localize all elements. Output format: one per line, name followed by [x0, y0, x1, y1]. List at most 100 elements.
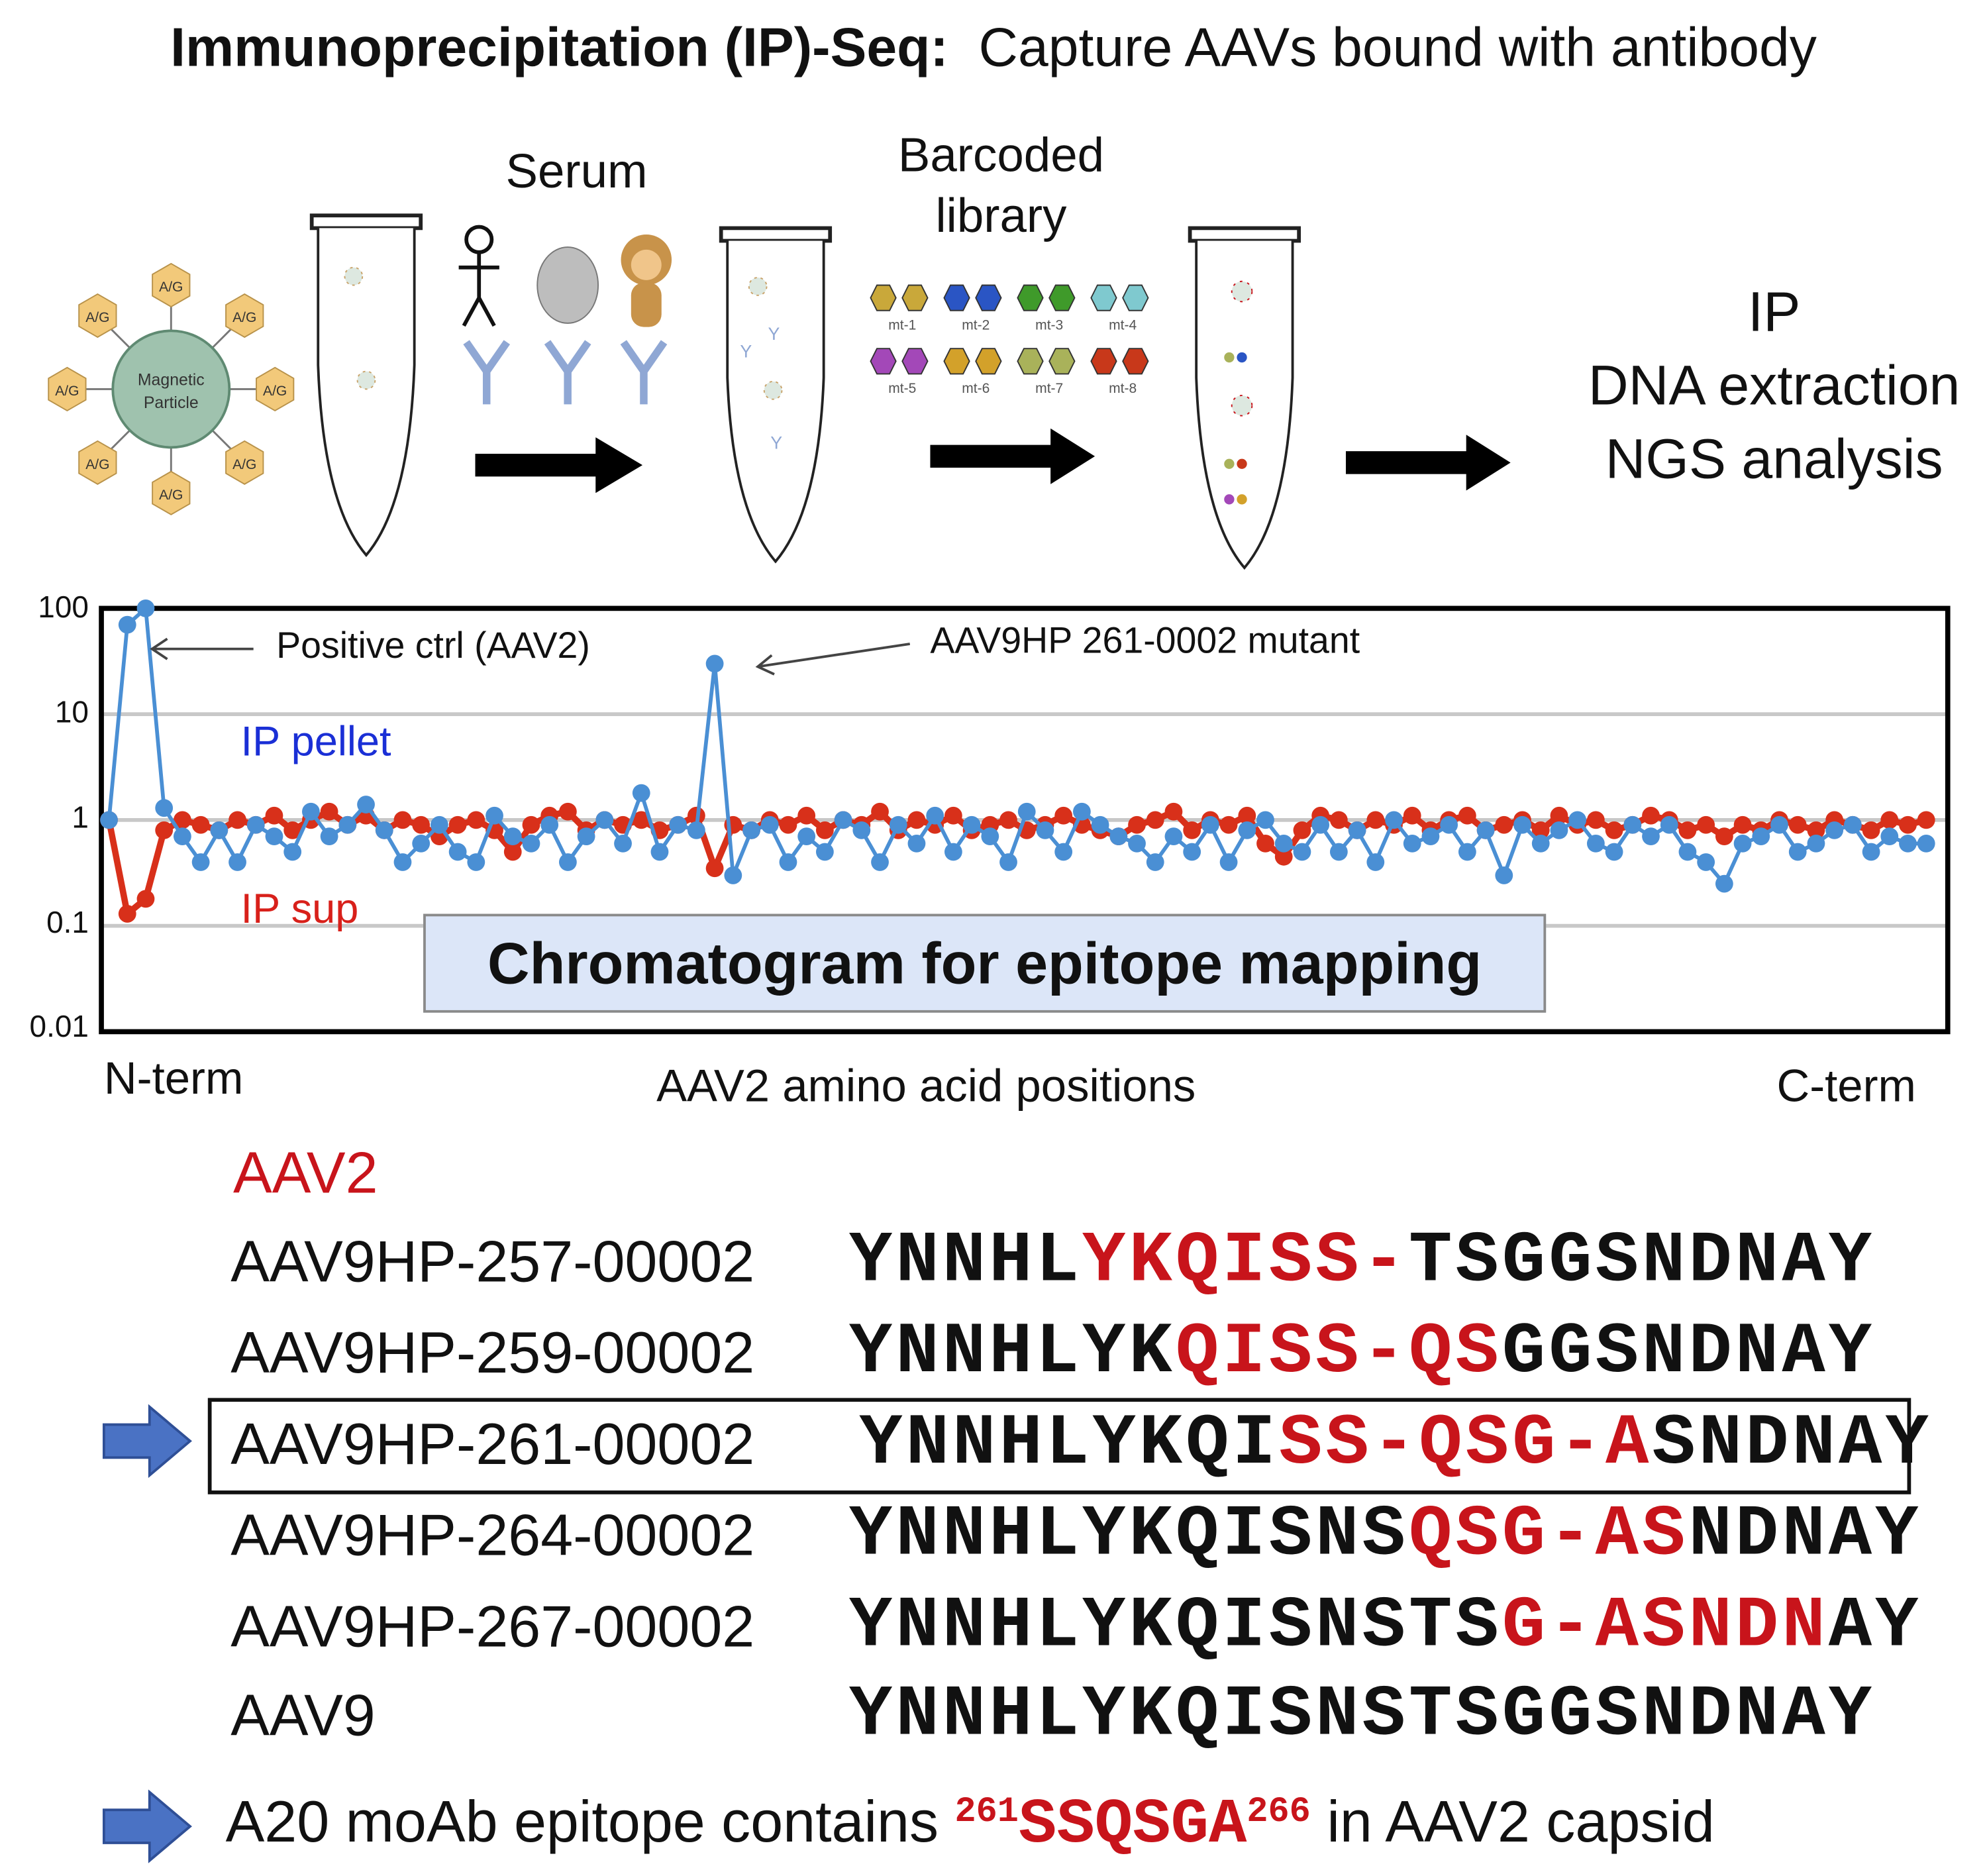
data-point: [412, 815, 431, 834]
data-point: [1293, 821, 1311, 839]
data-point: [1678, 821, 1697, 839]
epitope-start: 261: [954, 1793, 1019, 1833]
arrow-right-icon: [475, 437, 643, 494]
data-point: [431, 815, 448, 834]
conclusion-prefix: A20 moAb epitope contains: [225, 1788, 939, 1855]
blue-arrow-icon: [102, 1404, 192, 1478]
data-point: [926, 806, 944, 825]
data-point: [1697, 853, 1715, 871]
library-label-line2: library: [935, 189, 1067, 243]
data-point: [815, 821, 834, 839]
data-point: [1642, 806, 1660, 825]
data-point: [577, 827, 595, 846]
y-tick-label: 0.1: [46, 906, 89, 941]
data-point: [687, 821, 705, 839]
particle-label: Magnetic: [138, 371, 205, 390]
mutant-4: mt-4: [1088, 282, 1158, 333]
sequence: YNNHLYKQISS-QSGGSNDNAY: [849, 1313, 1875, 1394]
data-point: [1256, 834, 1274, 853]
x-axis-label: AAV2 amino acid positions: [656, 1059, 1196, 1112]
data-point: [595, 811, 614, 829]
data-point: [889, 815, 907, 834]
capsid-icon: [1017, 348, 1076, 375]
data-point: [558, 853, 577, 871]
data-point: [155, 821, 174, 839]
data-point: [779, 853, 797, 871]
data-point: [907, 834, 926, 853]
data-point: [1825, 821, 1844, 839]
data-point: [1329, 811, 1348, 829]
data-point: [1054, 843, 1073, 861]
sequence-segment: YNNHL: [848, 1222, 1083, 1303]
data-point: [1183, 843, 1201, 861]
data-point: [1605, 843, 1623, 861]
data-point: [1128, 815, 1146, 834]
y-tick-label: 10: [54, 696, 89, 731]
data-point: [1403, 834, 1421, 853]
svg-text:A/G: A/G: [232, 457, 256, 472]
data-point: [1843, 815, 1862, 834]
data-point: [1788, 815, 1807, 834]
data-point: [1219, 815, 1238, 834]
data-point: [1733, 834, 1752, 853]
data-point: [1568, 811, 1587, 829]
data-point: [522, 834, 540, 853]
x-label-n-term: N-term: [103, 1052, 244, 1104]
chart-title-box: Chromatogram for epitope mapping: [423, 913, 1547, 1013]
data-point: [1183, 821, 1201, 839]
sequence-segment: NDNAY: [1688, 1495, 1922, 1577]
data-point: [191, 853, 210, 871]
arrow-right-icon: [930, 428, 1095, 484]
data-point: [118, 615, 136, 634]
protein-ag-icon: [256, 366, 295, 412]
capsid-icon: [1090, 348, 1149, 375]
data-point: [650, 843, 669, 861]
reference-label-aav2: AAV2: [233, 1139, 378, 1206]
protein-ag-icon: [78, 293, 117, 339]
data-point: [779, 815, 797, 834]
data-point: [1256, 811, 1274, 829]
data-point: [448, 815, 467, 834]
data-point: [1899, 815, 1917, 834]
data-point: [174, 827, 191, 846]
data-point: [229, 853, 246, 871]
data-point: [338, 815, 357, 834]
data-point: [503, 827, 522, 846]
data-point: [357, 796, 375, 813]
title-rest: Capture AAVs bound with antibody: [978, 17, 1817, 79]
legend-ip-sup: IP sup: [240, 884, 359, 932]
data-point: [1550, 821, 1568, 839]
data-point: [1366, 811, 1385, 829]
protein-ag-icon: [78, 440, 117, 485]
data-point: [1017, 802, 1036, 821]
data-point: [1586, 811, 1605, 829]
sequence-segment-mutated: QSG-AS: [1408, 1495, 1689, 1577]
data-point: [1917, 834, 1935, 853]
sequence-segment-mutated: QISS-QS: [1175, 1313, 1502, 1394]
data-point: [1274, 847, 1293, 866]
data-point: [760, 815, 779, 834]
data-point: [1623, 815, 1642, 834]
data-point: [871, 853, 889, 871]
sequence-segment: SNDNAY: [1652, 1404, 1932, 1486]
sequence-name: AAV9HP-257-00002: [230, 1227, 755, 1294]
data-point: [375, 821, 393, 839]
analysis-steps: IP DNA extraction NGS analysis: [1558, 276, 1987, 497]
sequence: YNNHLYKQISS-QSG-ASNDNAY: [859, 1404, 1932, 1485]
annotation-arrow: [755, 643, 911, 676]
data-point: [558, 802, 577, 821]
data-point: [1036, 821, 1054, 839]
data-point: [815, 843, 834, 861]
data-point: [797, 806, 816, 825]
data-point: [265, 827, 283, 846]
data-point: [1642, 827, 1660, 846]
data-point: [1403, 806, 1421, 825]
data-point: [797, 827, 816, 846]
tube-2-icon: Y Y Y: [719, 226, 833, 564]
data-point: [1366, 853, 1385, 871]
data-point: [871, 802, 889, 821]
data-point: [1586, 834, 1605, 853]
data-point: [999, 811, 1017, 829]
data-point: [393, 853, 412, 871]
data-point: [1091, 815, 1109, 834]
